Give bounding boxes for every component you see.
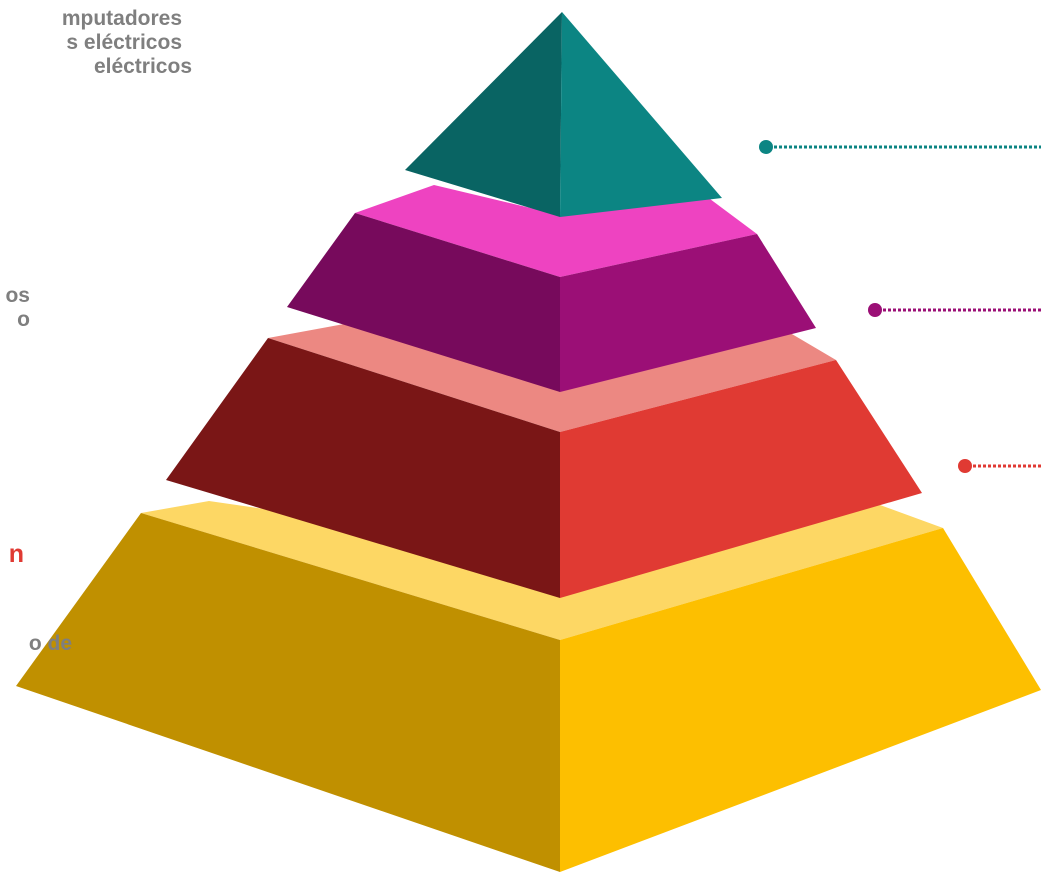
connector-purple-dot bbox=[868, 303, 882, 317]
top-description-line-2: s eléctricos bbox=[66, 31, 182, 54]
middle-description-line-1: os bbox=[5, 284, 30, 307]
tier-2-right-face bbox=[560, 234, 816, 392]
tier-3-right-face bbox=[560, 360, 922, 598]
top-level-description: mputadores s eléctricos eléctricos bbox=[0, 7, 192, 79]
connector-teal-dot bbox=[759, 140, 773, 154]
bottom-level-description: o de bbox=[28, 632, 72, 655]
tier-4-right-face bbox=[560, 528, 1041, 872]
red-level-title: n bbox=[8, 540, 24, 568]
top-description-line-3: eléctricos bbox=[93, 55, 192, 78]
connector-red-dot bbox=[958, 459, 972, 473]
connector-red bbox=[958, 459, 1041, 473]
tier-1-left-face bbox=[405, 12, 562, 217]
tier-3-left-face bbox=[166, 338, 560, 598]
top-description-line-1: mputadores bbox=[61, 7, 182, 30]
tier-1-right-face bbox=[560, 12, 722, 217]
tier-4-left-face bbox=[16, 513, 560, 872]
middle-level-description: os o bbox=[0, 284, 30, 332]
connector-purple bbox=[868, 303, 1041, 317]
tier-2-left-face bbox=[287, 213, 560, 392]
connector-teal bbox=[759, 140, 1041, 154]
middle-description-line-2: o bbox=[17, 308, 30, 331]
tier-2-top-face bbox=[355, 185, 757, 277]
